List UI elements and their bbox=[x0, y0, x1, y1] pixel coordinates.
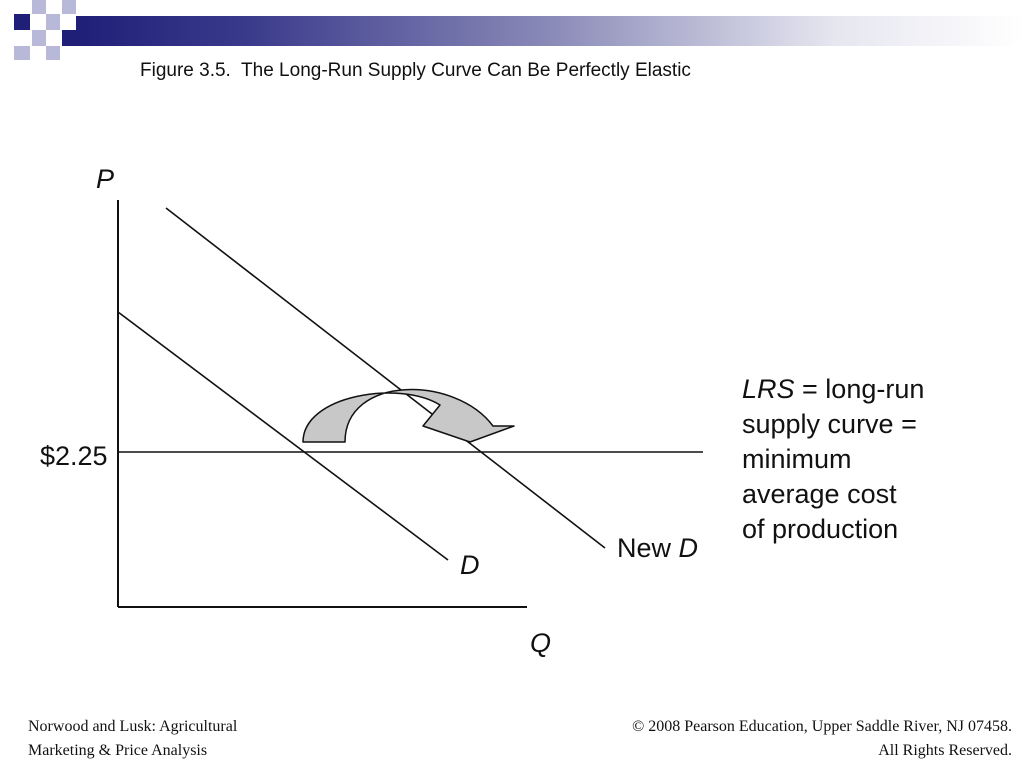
header-square bbox=[46, 46, 60, 60]
new-demand-letter: D bbox=[679, 533, 699, 563]
lrs-line-1-rest: = long-run bbox=[794, 374, 925, 404]
new-demand-curve bbox=[165, 207, 606, 549]
x-axis-label: Q bbox=[530, 628, 551, 658]
header-square bbox=[14, 46, 30, 60]
new-demand-label: New D bbox=[617, 533, 698, 563]
header-square bbox=[32, 30, 46, 46]
header-square bbox=[46, 14, 60, 30]
price-label: $2.25 bbox=[40, 441, 108, 471]
footer-right-line-2: All Rights Reserved. bbox=[878, 742, 1012, 759]
lrs-term: LRS bbox=[742, 374, 795, 404]
footer-right: © 2008 Pearson Education, Upper Saddle R… bbox=[632, 715, 1012, 763]
header-gradient-bar bbox=[76, 16, 1024, 46]
figure-title: Figure 3.5. The Long-Run Supply Curve Ca… bbox=[140, 60, 691, 81]
header-square bbox=[14, 14, 30, 30]
demand-label: D bbox=[460, 550, 480, 580]
new-demand-prefix: New bbox=[617, 533, 679, 563]
header-square bbox=[62, 30, 76, 46]
lrs-line-5: of production bbox=[742, 514, 899, 544]
footer-left: Norwood and Lusk: Agricultural Marketing… bbox=[28, 715, 237, 763]
header-square bbox=[32, 0, 46, 14]
lrs-line-3: minimum bbox=[742, 444, 852, 474]
header-square bbox=[62, 0, 76, 14]
footer-right-line-1: © 2008 Pearson Education, Upper Saddle R… bbox=[632, 718, 1012, 735]
y-axis-label: P bbox=[96, 164, 114, 194]
lrs-line-4: average cost bbox=[742, 479, 897, 509]
shift-arrow bbox=[302, 388, 515, 443]
lrs-line-1: LRS = long-run bbox=[742, 372, 924, 407]
demand-curve bbox=[117, 311, 449, 561]
lrs-annotation: LRS = long-run supply curve = minimum av… bbox=[742, 372, 924, 547]
footer-left-line-1: Norwood and Lusk: Agricultural bbox=[28, 718, 238, 735]
lrs-line-2: supply curve = bbox=[742, 409, 917, 439]
footer-left-line-2: Marketing & Price Analysis bbox=[28, 742, 208, 759]
